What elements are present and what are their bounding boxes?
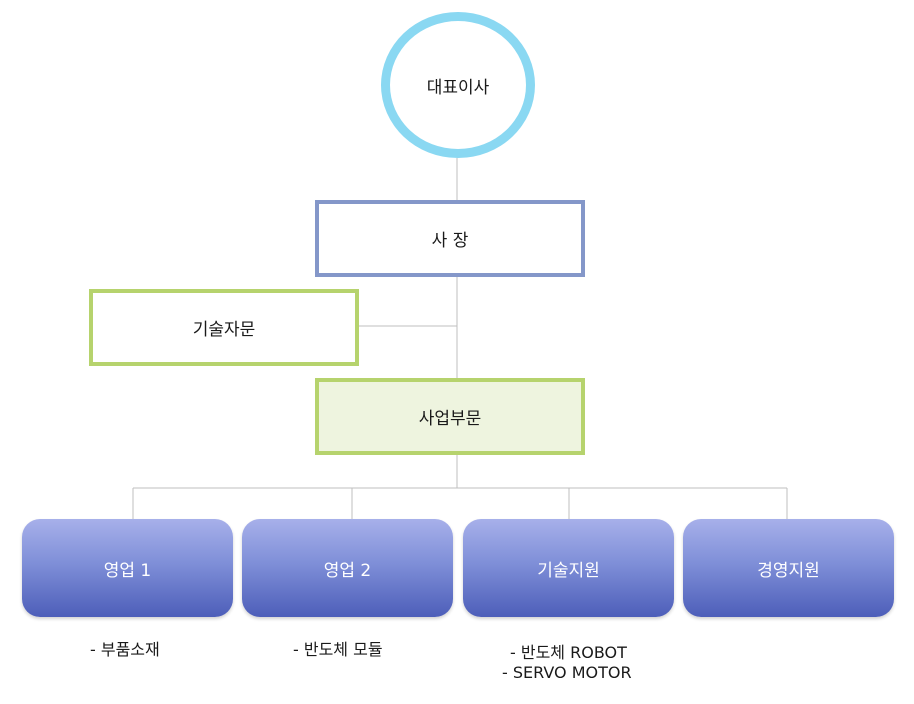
advisory-label: 기술자문 (192, 320, 256, 340)
ceo-node: 대표이사 (381, 12, 535, 158)
president-node: 사 장 (315, 200, 585, 277)
dept-management-support: 경영지원 (683, 519, 894, 617)
dept-sales-2: 영업 2 (242, 519, 453, 617)
note-tech-line2: - SERVO MOTOR (502, 663, 632, 682)
dept-tech-support: 기술지원 (463, 519, 674, 617)
ceo-label: 대표이사 (426, 77, 490, 98)
dept-label: 영업 2 (323, 560, 372, 581)
advisory-node: 기술자문 (89, 289, 359, 366)
president-label: 사 장 (431, 231, 469, 251)
note-tech-line1: - 반도체 ROBOT (510, 643, 627, 662)
note-sales1-line1: - 부품소재 (90, 640, 160, 659)
business-division-label: 사업부문 (418, 409, 482, 429)
dept-label: 기술지원 (537, 560, 600, 581)
note-sales2-line1: - 반도체 모듈 (293, 640, 383, 659)
business-division-node: 사업부문 (315, 378, 585, 455)
dept-label: 영업 1 (103, 560, 152, 581)
dept-label: 경영지원 (757, 560, 820, 581)
dept-sales-1: 영업 1 (22, 519, 233, 617)
